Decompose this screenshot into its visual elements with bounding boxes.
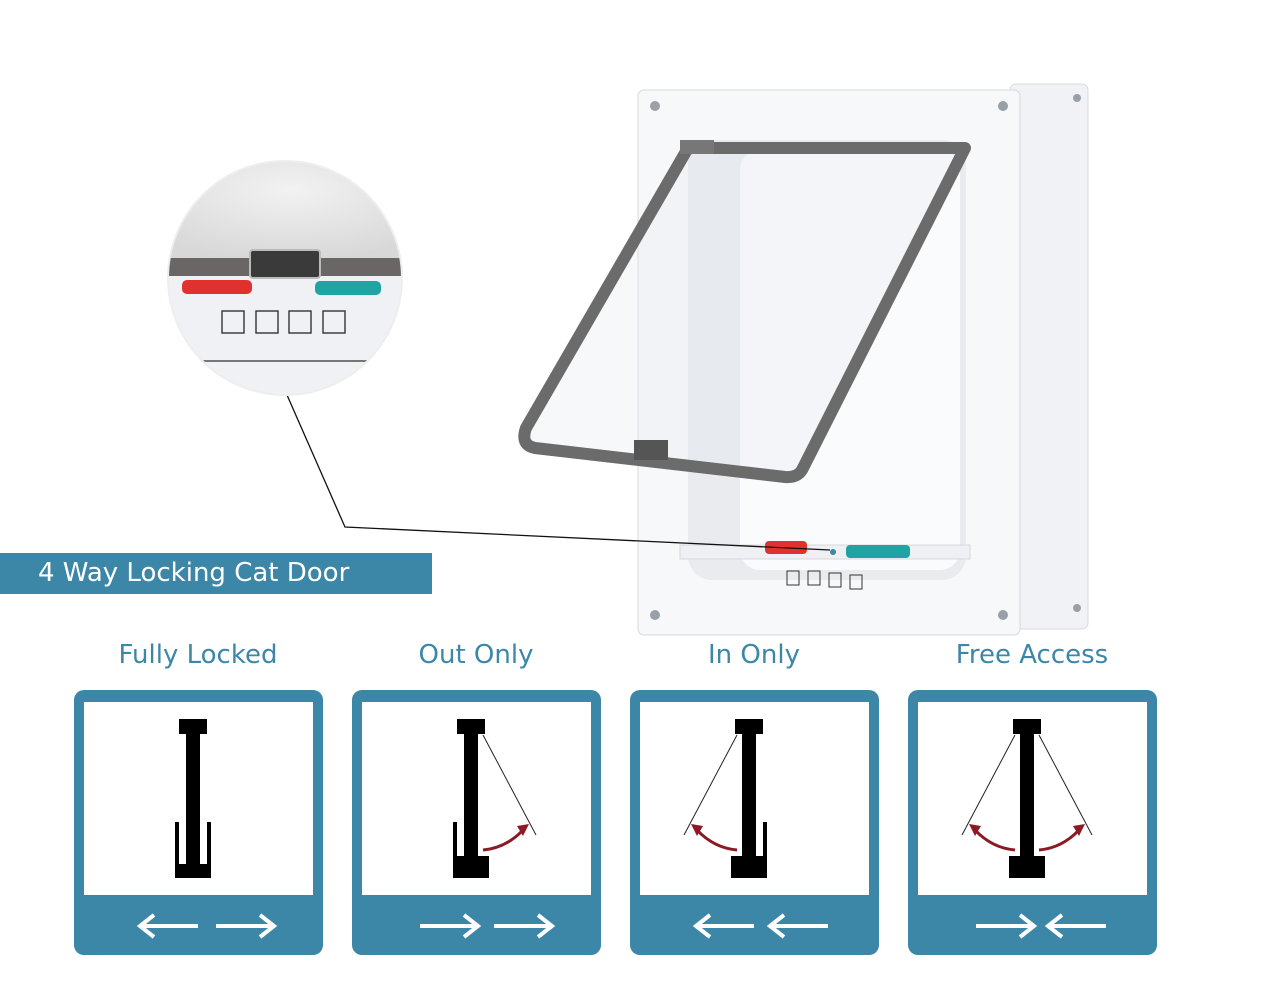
lock-frame <box>731 856 767 878</box>
swing-arrow-icon <box>1038 828 1081 852</box>
arrow-left-icon <box>136 913 198 939</box>
swing-arrow-icon <box>482 828 525 852</box>
mode-label-free: Free Access <box>955 640 1109 670</box>
arrow-right-icon <box>494 913 556 939</box>
title-banner: 4 Way Locking Cat Door <box>0 553 432 594</box>
mode-diagram <box>352 690 601 955</box>
swing-arrow-icon <box>973 828 1016 852</box>
flap-bar <box>1020 730 1034 865</box>
mode-panel-out <box>352 690 601 955</box>
lock-detail-zoom <box>168 161 402 395</box>
swing-line <box>482 734 537 836</box>
flap-bar <box>464 730 478 865</box>
arrow-left-icon <box>692 913 754 939</box>
arrow-right-icon <box>216 913 278 939</box>
mode-icons <box>786 570 863 590</box>
mode-panel-locked <box>74 690 323 955</box>
mode-label-in: In Only <box>708 640 800 670</box>
mode-panel-free <box>908 690 1157 955</box>
flap-bar <box>186 730 200 865</box>
lock-frame <box>453 856 489 878</box>
mode-label-locked: Fully Locked <box>118 640 278 670</box>
arrow-left-icon <box>766 913 828 939</box>
mode-diagram <box>630 690 879 955</box>
mode-diagram <box>908 690 1157 955</box>
swing-line <box>1038 734 1093 836</box>
flap-bar <box>742 730 756 865</box>
arrow-right-icon <box>976 913 1038 939</box>
mode-diagram <box>74 690 323 955</box>
arrow-left-icon <box>1044 913 1106 939</box>
lock-frame <box>1009 856 1045 878</box>
mode-label-out: Out Only <box>418 640 534 670</box>
cat-door <box>518 83 1089 636</box>
swing-line <box>961 734 1016 836</box>
arrow-right-icon <box>420 913 482 939</box>
callout-line <box>286 394 831 551</box>
swing-arrow-icon <box>695 828 738 852</box>
mode-panel-in <box>630 690 879 955</box>
swing-line <box>683 734 738 836</box>
teal-lever <box>846 545 910 558</box>
lock-frame <box>175 822 211 878</box>
